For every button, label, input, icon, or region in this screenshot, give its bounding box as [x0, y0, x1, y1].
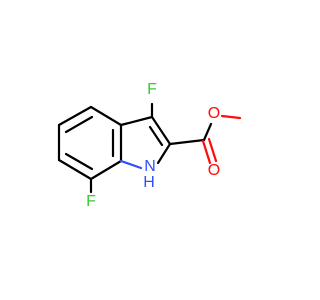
atom-f-3: F	[147, 81, 157, 98]
bond-c2-ccarbonyl	[168, 138, 206, 146]
atom-o-carbonyl: O	[208, 162, 220, 179]
bond-c3-c2-inner	[148, 125, 164, 147]
benzene-ring	[57, 105, 123, 181]
bond-c3a-c4	[89, 105, 123, 127]
atom-f-7: F	[86, 193, 96, 210]
atom-h-1: H	[143, 174, 155, 191]
structure-drawing: F F N H O O	[57, 81, 242, 210]
bond-n1-c7a	[119, 159, 143, 170]
molecule-canvas: F F N H O O	[57, 81, 242, 211]
bond-c3a-c3	[119, 115, 154, 127]
bond-c3-c2	[150, 115, 172, 146]
bond-c4-c5	[57, 105, 93, 127]
pyrrole-ring	[119, 115, 172, 170]
bond-c6-c7-inner	[64, 152, 94, 171]
ester-group	[168, 114, 242, 165]
bond-ccarbonyl-o-double-b	[207, 137, 218, 163]
bond-o-ether-ch3	[220, 114, 242, 120]
bond-c2-n1	[156, 142, 172, 165]
bond-ccarbonyl-o-ether	[202, 122, 213, 142]
atom-n-1: N	[144, 158, 156, 175]
bond-c7-c7a	[89, 159, 123, 181]
atom-o-ether: O	[208, 105, 220, 122]
bond-ccarbonyl-o-double-a	[201, 139, 212, 165]
bond-c6-c7	[57, 158, 93, 181]
bond-c4-c5-inner	[64, 115, 94, 134]
